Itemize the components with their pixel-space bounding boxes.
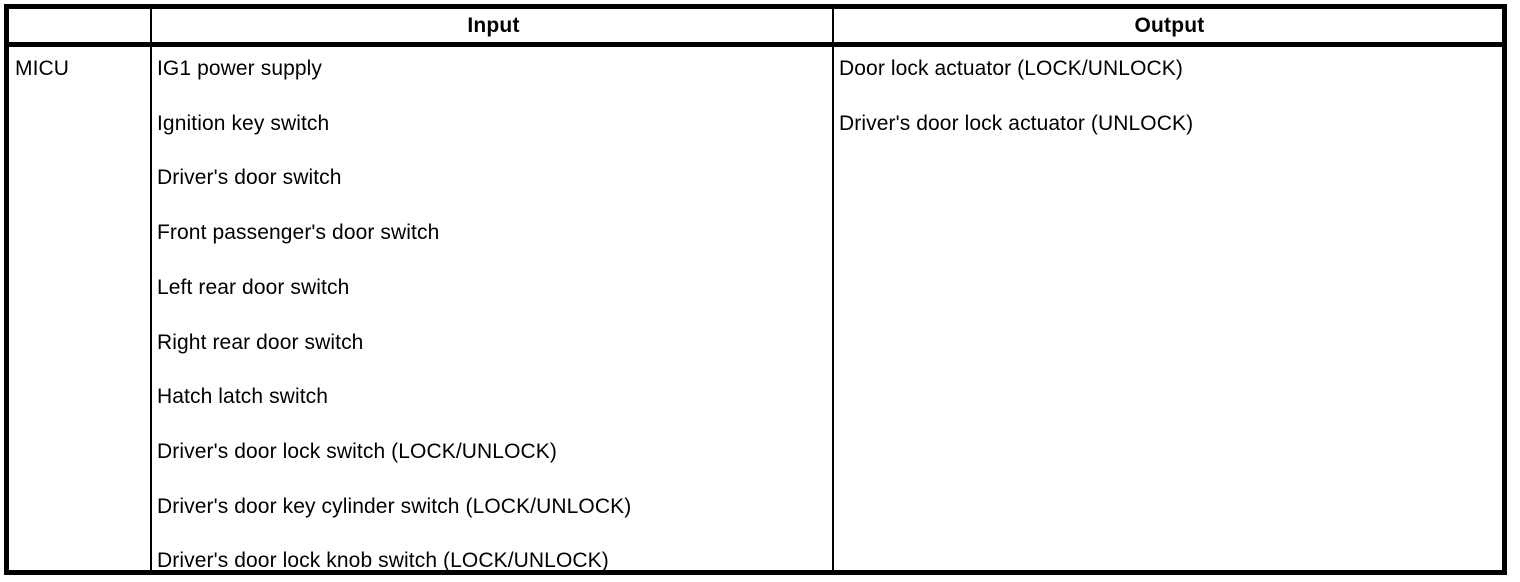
input-entry: Driver's door lock switch (LOCK/UNLOCK) bbox=[157, 439, 557, 463]
cell-output-list: Door lock actuator (LOCK/UNLOCK) Driver's… bbox=[839, 47, 1502, 570]
input-entry: IG1 power supply bbox=[157, 57, 323, 80]
header-cell-output: Output bbox=[1134, 14, 1205, 37]
input-entry: Driver's door switch bbox=[157, 166, 342, 190]
input-entry: Hatch latch switch bbox=[157, 385, 329, 409]
body-column-divider-1 bbox=[150, 47, 152, 570]
header-cell-module bbox=[9, 9, 150, 42]
table-header-row: Input Output bbox=[9, 9, 1502, 47]
module-label: MICU bbox=[15, 57, 70, 80]
input-entry: Ignition key switch bbox=[157, 111, 330, 135]
header-column-divider-2 bbox=[832, 9, 834, 42]
input-entry: Driver's door key cylinder switch (LOCK/… bbox=[157, 494, 632, 518]
input-entry: Left rear door switch bbox=[157, 275, 350, 299]
body-column-divider-2 bbox=[832, 47, 834, 570]
header-cell-input: Input bbox=[467, 14, 520, 37]
header-column-divider-1 bbox=[150, 9, 152, 42]
input-entry: Front passenger's door switch bbox=[157, 221, 440, 245]
input-entry: Driver's door lock knob switch (LOCK/UNL… bbox=[157, 549, 609, 570]
output-entry: Door lock actuator (LOCK/UNLOCK) bbox=[839, 57, 1183, 80]
input-entry: Right rear door switch bbox=[157, 330, 364, 354]
output-entry: Driver's door lock actuator (UNLOCK) bbox=[839, 111, 1194, 135]
cell-module-name: MICU bbox=[9, 47, 150, 570]
